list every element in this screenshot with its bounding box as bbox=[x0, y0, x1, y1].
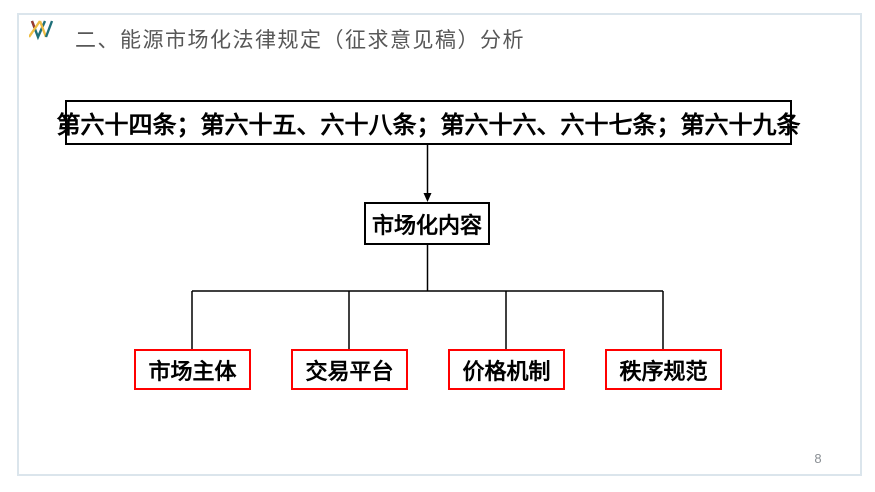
leaf-box-label: 价格机制 bbox=[462, 358, 551, 384]
slide-title: 二、能源市场化法律规定（征求意见稿）分析 bbox=[75, 29, 525, 52]
page-number: 8 bbox=[814, 451, 822, 466]
leaf-box-order-regulation: 秩序规范 bbox=[605, 349, 722, 390]
logo-w-icon bbox=[29, 20, 54, 41]
market-content-label: 市场化内容 bbox=[371, 212, 482, 238]
leaf-box-label: 秩序规范 bbox=[619, 358, 708, 384]
article-numbers-box: 第六十四条；第六十五、六十八条；第六十六、六十七条；第六十九条 bbox=[57, 100, 801, 145]
leaf-box-market-entities: 市场主体 bbox=[134, 349, 251, 390]
leaf-box-price-mechanism: 价格机制 bbox=[448, 349, 565, 390]
leaf-box-label: 交易平台 bbox=[305, 358, 394, 384]
article-numbers-label: 第六十四条；第六十五、六十八条；第六十六、六十七条；第六十九条 bbox=[56, 113, 801, 139]
market-content-box: 市场化内容 bbox=[364, 202, 490, 245]
leaf-box-trading-platform: 交易平台 bbox=[291, 349, 408, 390]
leaf-box-label: 市场主体 bbox=[148, 358, 237, 384]
